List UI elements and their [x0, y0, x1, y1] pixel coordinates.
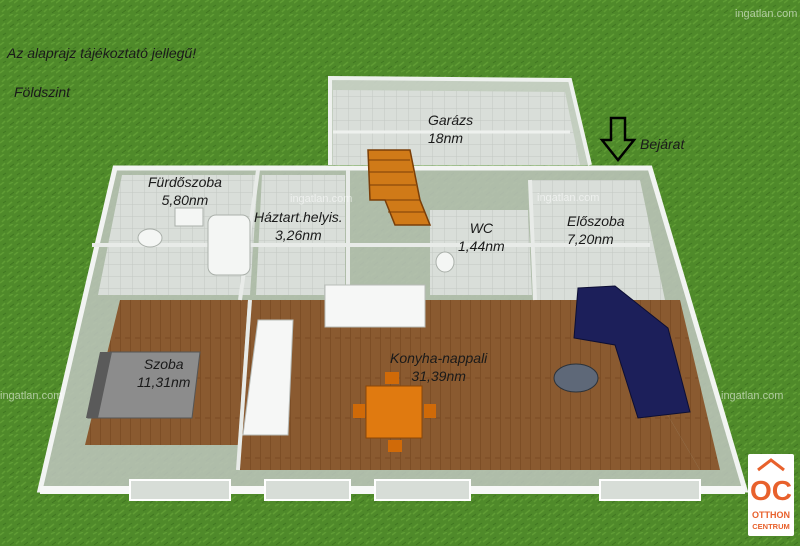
garage-room: [328, 75, 592, 166]
room-name: WC: [469, 220, 494, 236]
room-name: Konyha-nappali: [390, 350, 488, 366]
level-label: Földszint: [14, 84, 71, 100]
watermark: ingatlan.com: [0, 390, 63, 402]
dining-table: [353, 372, 436, 452]
room-area: 11,31nm: [137, 374, 191, 390]
entrance-label: Bejárat: [640, 136, 685, 152]
wc-floor: [430, 210, 532, 295]
watermark: ingatlan.com: [721, 390, 784, 402]
room-area: 7,20nm: [567, 231, 614, 247]
disclaimer-note: Az alaprajz tájékoztató jellegű!: [7, 45, 197, 61]
room-name: Fürdőszoba: [148, 174, 222, 190]
room-area: 3,26nm: [275, 227, 322, 243]
room-label-bathroom: Fürdőszoba 5,80nm: [148, 173, 222, 209]
logo-line1: OTTHON: [752, 510, 790, 520]
room-name: Háztart.helyis.: [254, 209, 343, 225]
room-area: 1,44nm: [458, 238, 505, 254]
room-name: Szoba: [143, 356, 184, 372]
room-label-bedroom: Szoba 11,31nm: [137, 355, 190, 391]
otthon-centrum-logo: OC OTTHON CENTRUM: [748, 454, 794, 536]
room-area: 5,80nm: [161, 192, 209, 208]
bathroom-fixtures: [137, 207, 455, 276]
watermark: ingatlan.com: [537, 192, 600, 204]
logo-mark: OC: [750, 475, 792, 506]
kitchen-island: [324, 284, 426, 328]
utility-floor: [256, 175, 345, 295]
staircase: [367, 149, 432, 226]
kitchen-counter: [242, 319, 294, 436]
logo-line2: CENTRUM: [752, 522, 790, 531]
logo-mark-icon: OC OTTHON CENTRUM: [750, 458, 792, 531]
room-label-kitchen: Konyha-nappali 31,39nm: [390, 349, 487, 385]
bed: [86, 351, 201, 419]
room-area: 31,39nm: [411, 368, 466, 384]
room-name: Előszoba: [567, 213, 625, 229]
sofa: [553, 285, 691, 419]
room-label-wc: WC 1,44nm: [458, 219, 505, 255]
kitchen-floor: [238, 300, 700, 470]
watermark: ingatlan.com: [735, 8, 798, 20]
room-label-garage: Garázs 18nm: [428, 111, 473, 147]
room-label-utility: Háztart.helyis. 3,26nm: [254, 208, 343, 244]
room-name: Garázs: [428, 112, 474, 128]
entrance-arrow-icon: [599, 116, 637, 163]
room-area: 18nm: [428, 130, 464, 146]
room-label-hall: Előszoba 7,20nm: [567, 212, 625, 248]
hall-floor: [530, 180, 665, 300]
watermark: ingatlan.com: [290, 193, 353, 205]
